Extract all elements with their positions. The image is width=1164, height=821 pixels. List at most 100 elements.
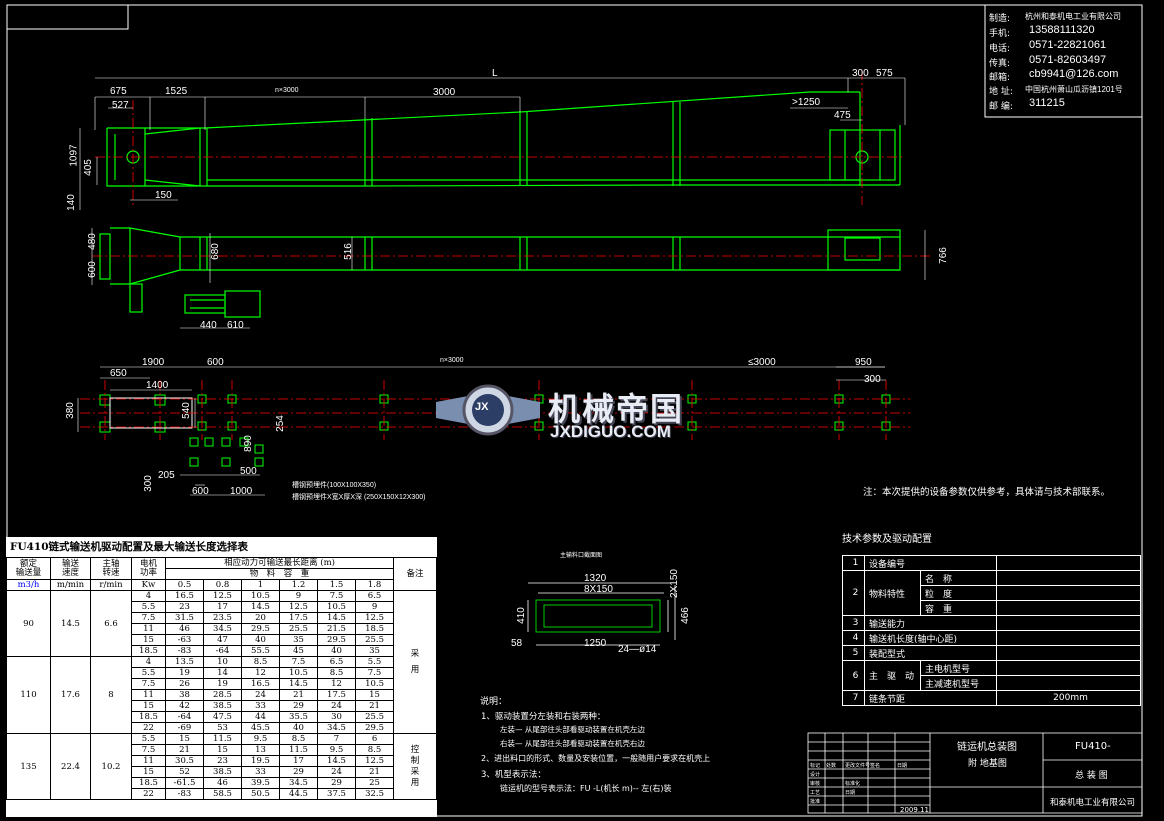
table-cell: 9	[279, 590, 318, 602]
table-cell: 31.5	[165, 612, 204, 624]
table-cell: 46	[203, 777, 242, 789]
table-cell: -83	[165, 645, 204, 657]
table-cell: 18.5	[131, 711, 166, 723]
dim-1097: 1097	[68, 144, 80, 167]
density-2: 1	[241, 579, 280, 591]
phone-label: 手机:	[989, 29, 1011, 39]
table-cell: 24	[241, 689, 280, 701]
table-cell: 35	[354, 645, 395, 657]
table-cell: 14.5	[317, 755, 356, 767]
table-cell: 29.5	[317, 634, 356, 646]
tech-name: 输送能力	[863, 615, 998, 631]
table-cell: 10.5	[241, 590, 280, 602]
tb-label-5: 日期	[897, 763, 908, 769]
address-label: 地 址:	[989, 87, 1013, 97]
table-cell: 17	[279, 755, 318, 767]
table-cell: 40	[279, 722, 318, 734]
dim-300b: 300	[142, 475, 154, 492]
dim-254: 254	[274, 415, 286, 432]
dim-440: 440	[200, 320, 217, 331]
hdr-note: 备注	[393, 557, 437, 591]
group-cap: 135	[6, 733, 51, 800]
tb-company: 和泰机电工业有限公司	[1050, 798, 1136, 808]
maker-label: 制造:	[989, 14, 1011, 24]
table-cell: 46	[165, 623, 204, 635]
dim-n3000-top: n×3000	[275, 87, 299, 94]
email-label: 邮箱:	[989, 73, 1011, 83]
tech-value	[996, 600, 1141, 616]
table-cell: 15	[165, 733, 204, 745]
table-cell: 7.5	[131, 678, 166, 690]
table-cell: 5.5	[131, 667, 166, 679]
dims-bottom	[77, 366, 886, 496]
dim-150: 150	[155, 190, 172, 201]
table-cell: 7.5	[354, 667, 395, 679]
tb-drawing-name: 链运机总装图	[957, 742, 1017, 753]
table-cell: 42	[165, 700, 204, 712]
table-cell: 11	[131, 623, 166, 635]
tech-no: 2	[842, 570, 865, 616]
note-channel-1: 槽钢预埋件(100X100X350)	[292, 482, 377, 489]
dim-L: L	[492, 68, 498, 79]
table-cell: 9.5	[317, 744, 356, 756]
dim-950: 950	[855, 357, 872, 368]
tech-value	[996, 570, 1141, 586]
table-cell: 33	[241, 766, 280, 778]
table-cell: 44	[241, 711, 280, 723]
tb-label-1: 标记	[810, 763, 821, 769]
tb-label-2: 处数	[826, 763, 837, 769]
table-cell: 7	[317, 733, 356, 745]
maker-name: 杭州和泰机电工业有限公司	[1025, 12, 1121, 21]
unit-speed: m/min	[50, 579, 91, 591]
table-cell: 9	[354, 601, 395, 613]
table-cell: 5.5	[131, 733, 166, 745]
selection-table: FU410链式输送机驱动配置及最大输送长度选择表 额定 输送量 输送 速度 主轴…	[6, 537, 437, 817]
general-note: 注：本次提供的设备参数仅供参考，具体请与技术部联系。	[863, 487, 1111, 498]
table-cell: 33	[241, 700, 280, 712]
tb-label-7: 审核	[810, 781, 821, 787]
group-cap: 110	[6, 656, 51, 734]
table-cell: 21	[279, 689, 318, 701]
note-cell-a: 采 用	[393, 590, 437, 734]
tech-name: 主 驱 动	[864, 660, 921, 691]
table-cell: 12	[317, 678, 356, 690]
table-cell: 53	[203, 722, 242, 734]
table-cell: 23	[165, 601, 204, 613]
table-cell: 35.5	[279, 711, 318, 723]
sec-466: 466	[679, 607, 691, 624]
table-cell: 22	[131, 722, 166, 734]
table-cell: 32.5	[354, 788, 395, 800]
dim-890: 890	[242, 435, 254, 452]
dims-top	[79, 77, 906, 210]
dim-610: 610	[227, 320, 244, 331]
dim-le3000: ≤3000	[748, 357, 776, 368]
table-cell: 6.5	[317, 656, 356, 668]
table-cell: 45.5	[241, 722, 280, 734]
instr-5: 3、机型表示法：	[481, 770, 546, 780]
table-cell: 40	[241, 634, 280, 646]
table-cell: 4	[131, 656, 166, 668]
tech-sub: 主电机型号	[919, 660, 998, 676]
table-cell: 21	[354, 700, 395, 712]
table-cell: 29	[279, 700, 318, 712]
unit-rpm: r/min	[90, 579, 132, 591]
watermark-cn: 机械帝国	[548, 390, 685, 428]
table-cell: 19	[203, 678, 242, 690]
tel-label: 电话:	[989, 44, 1011, 54]
tech-sub: 主减速机型号	[919, 675, 998, 691]
phone-value: 13588111320	[1029, 24, 1095, 36]
table-cell: 6	[354, 733, 395, 745]
tech-value: 200mm	[996, 690, 1141, 706]
table-cell: 52	[165, 766, 204, 778]
tech-value	[996, 660, 1141, 676]
table-cell: 7.5	[279, 656, 318, 668]
table-cell: 14.5	[317, 612, 356, 624]
